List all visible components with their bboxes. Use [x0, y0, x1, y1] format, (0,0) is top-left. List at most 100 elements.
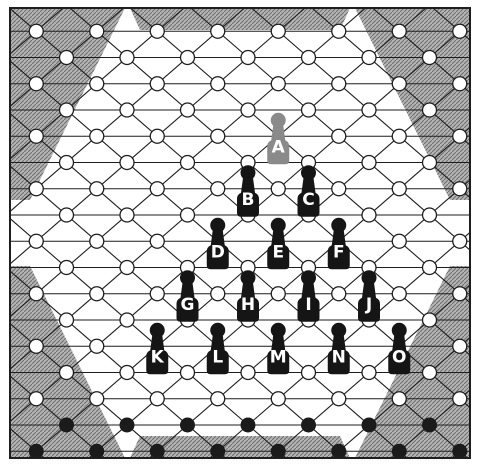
empty-hole[interactable] [302, 51, 316, 65]
empty-hole[interactable] [453, 234, 467, 248]
empty-hole[interactable] [120, 51, 134, 65]
empty-hole[interactable] [453, 24, 467, 38]
empty-hole[interactable] [362, 103, 376, 117]
empty-hole[interactable] [90, 77, 104, 91]
empty-hole[interactable] [453, 77, 467, 91]
peg-d[interactable]: D [207, 218, 229, 270]
empty-hole[interactable] [392, 77, 406, 91]
empty-hole[interactable] [120, 261, 134, 275]
peg-e[interactable]: E [267, 218, 289, 270]
empty-hole[interactable] [60, 51, 74, 65]
empty-hole[interactable] [241, 51, 255, 65]
peg-g[interactable]: G [177, 270, 199, 322]
empty-hole[interactable] [392, 24, 406, 38]
empty-hole[interactable] [332, 77, 346, 91]
empty-hole[interactable] [29, 77, 43, 91]
empty-hole[interactable] [392, 129, 406, 143]
empty-hole[interactable] [453, 129, 467, 143]
empty-hole[interactable] [29, 287, 43, 301]
empty-hole[interactable] [60, 103, 74, 117]
empty-hole[interactable] [362, 156, 376, 170]
empty-hole[interactable] [90, 129, 104, 143]
empty-hole[interactable] [453, 392, 467, 406]
peg-a[interactable]: A [267, 113, 289, 165]
empty-hole[interactable] [120, 156, 134, 170]
empty-hole[interactable] [120, 103, 134, 117]
empty-hole[interactable] [90, 24, 104, 38]
empty-hole[interactable] [423, 261, 437, 275]
empty-hole[interactable] [150, 182, 164, 196]
empty-hole[interactable] [211, 182, 225, 196]
empty-hole[interactable] [332, 129, 346, 143]
empty-hole[interactable] [332, 24, 346, 38]
empty-hole[interactable] [181, 51, 195, 65]
empty-hole[interactable] [271, 287, 285, 301]
empty-hole[interactable] [211, 77, 225, 91]
empty-hole[interactable] [29, 24, 43, 38]
empty-hole[interactable] [150, 24, 164, 38]
empty-hole[interactable] [29, 234, 43, 248]
empty-hole[interactable] [29, 339, 43, 353]
empty-hole[interactable] [392, 287, 406, 301]
empty-hole[interactable] [332, 392, 346, 406]
empty-hole[interactable] [60, 156, 74, 170]
empty-hole[interactable] [150, 392, 164, 406]
peg-h[interactable]: H [237, 270, 259, 322]
empty-hole[interactable] [181, 366, 195, 380]
empty-hole[interactable] [90, 339, 104, 353]
empty-hole[interactable] [150, 287, 164, 301]
empty-hole[interactable] [362, 51, 376, 65]
empty-hole[interactable] [181, 208, 195, 222]
empty-hole[interactable] [181, 156, 195, 170]
empty-hole[interactable] [29, 182, 43, 196]
empty-hole[interactable] [150, 129, 164, 143]
peg-m[interactable]: M [267, 323, 289, 375]
empty-hole[interactable] [453, 287, 467, 301]
empty-hole[interactable] [29, 392, 43, 406]
empty-hole[interactable] [211, 287, 225, 301]
empty-hole[interactable] [90, 182, 104, 196]
empty-hole[interactable] [332, 182, 346, 196]
peg-l[interactable]: L [207, 323, 229, 375]
empty-hole[interactable] [120, 208, 134, 222]
empty-hole[interactable] [90, 287, 104, 301]
empty-hole[interactable] [60, 313, 74, 327]
peg-o[interactable]: O [388, 323, 410, 375]
empty-hole[interactable] [211, 129, 225, 143]
empty-hole[interactable] [60, 261, 74, 275]
peg-c[interactable]: C [298, 165, 320, 217]
empty-hole[interactable] [271, 24, 285, 38]
empty-hole[interactable] [271, 182, 285, 196]
empty-hole[interactable] [423, 313, 437, 327]
empty-hole[interactable] [211, 392, 225, 406]
empty-hole[interactable] [423, 366, 437, 380]
empty-hole[interactable] [392, 182, 406, 196]
empty-hole[interactable] [302, 103, 316, 117]
empty-hole[interactable] [241, 103, 255, 117]
empty-hole[interactable] [60, 208, 74, 222]
empty-hole[interactable] [120, 366, 134, 380]
empty-hole[interactable] [29, 129, 43, 143]
empty-hole[interactable] [362, 366, 376, 380]
peg-b[interactable]: B [237, 165, 259, 217]
empty-hole[interactable] [90, 392, 104, 406]
peg-n[interactable]: N [328, 323, 350, 375]
empty-hole[interactable] [90, 234, 104, 248]
peg-f[interactable]: F [328, 218, 350, 270]
empty-hole[interactable] [150, 234, 164, 248]
empty-hole[interactable] [150, 77, 164, 91]
empty-hole[interactable] [453, 182, 467, 196]
empty-hole[interactable] [392, 392, 406, 406]
empty-hole[interactable] [120, 313, 134, 327]
peg-i[interactable]: I [298, 270, 320, 322]
empty-hole[interactable] [302, 366, 316, 380]
empty-hole[interactable] [392, 234, 406, 248]
empty-hole[interactable] [423, 103, 437, 117]
empty-hole[interactable] [423, 208, 437, 222]
empty-hole[interactable] [362, 208, 376, 222]
empty-hole[interactable] [453, 339, 467, 353]
empty-hole[interactable] [181, 103, 195, 117]
empty-hole[interactable] [60, 366, 74, 380]
empty-hole[interactable] [271, 392, 285, 406]
peg-j[interactable]: J [358, 270, 380, 322]
